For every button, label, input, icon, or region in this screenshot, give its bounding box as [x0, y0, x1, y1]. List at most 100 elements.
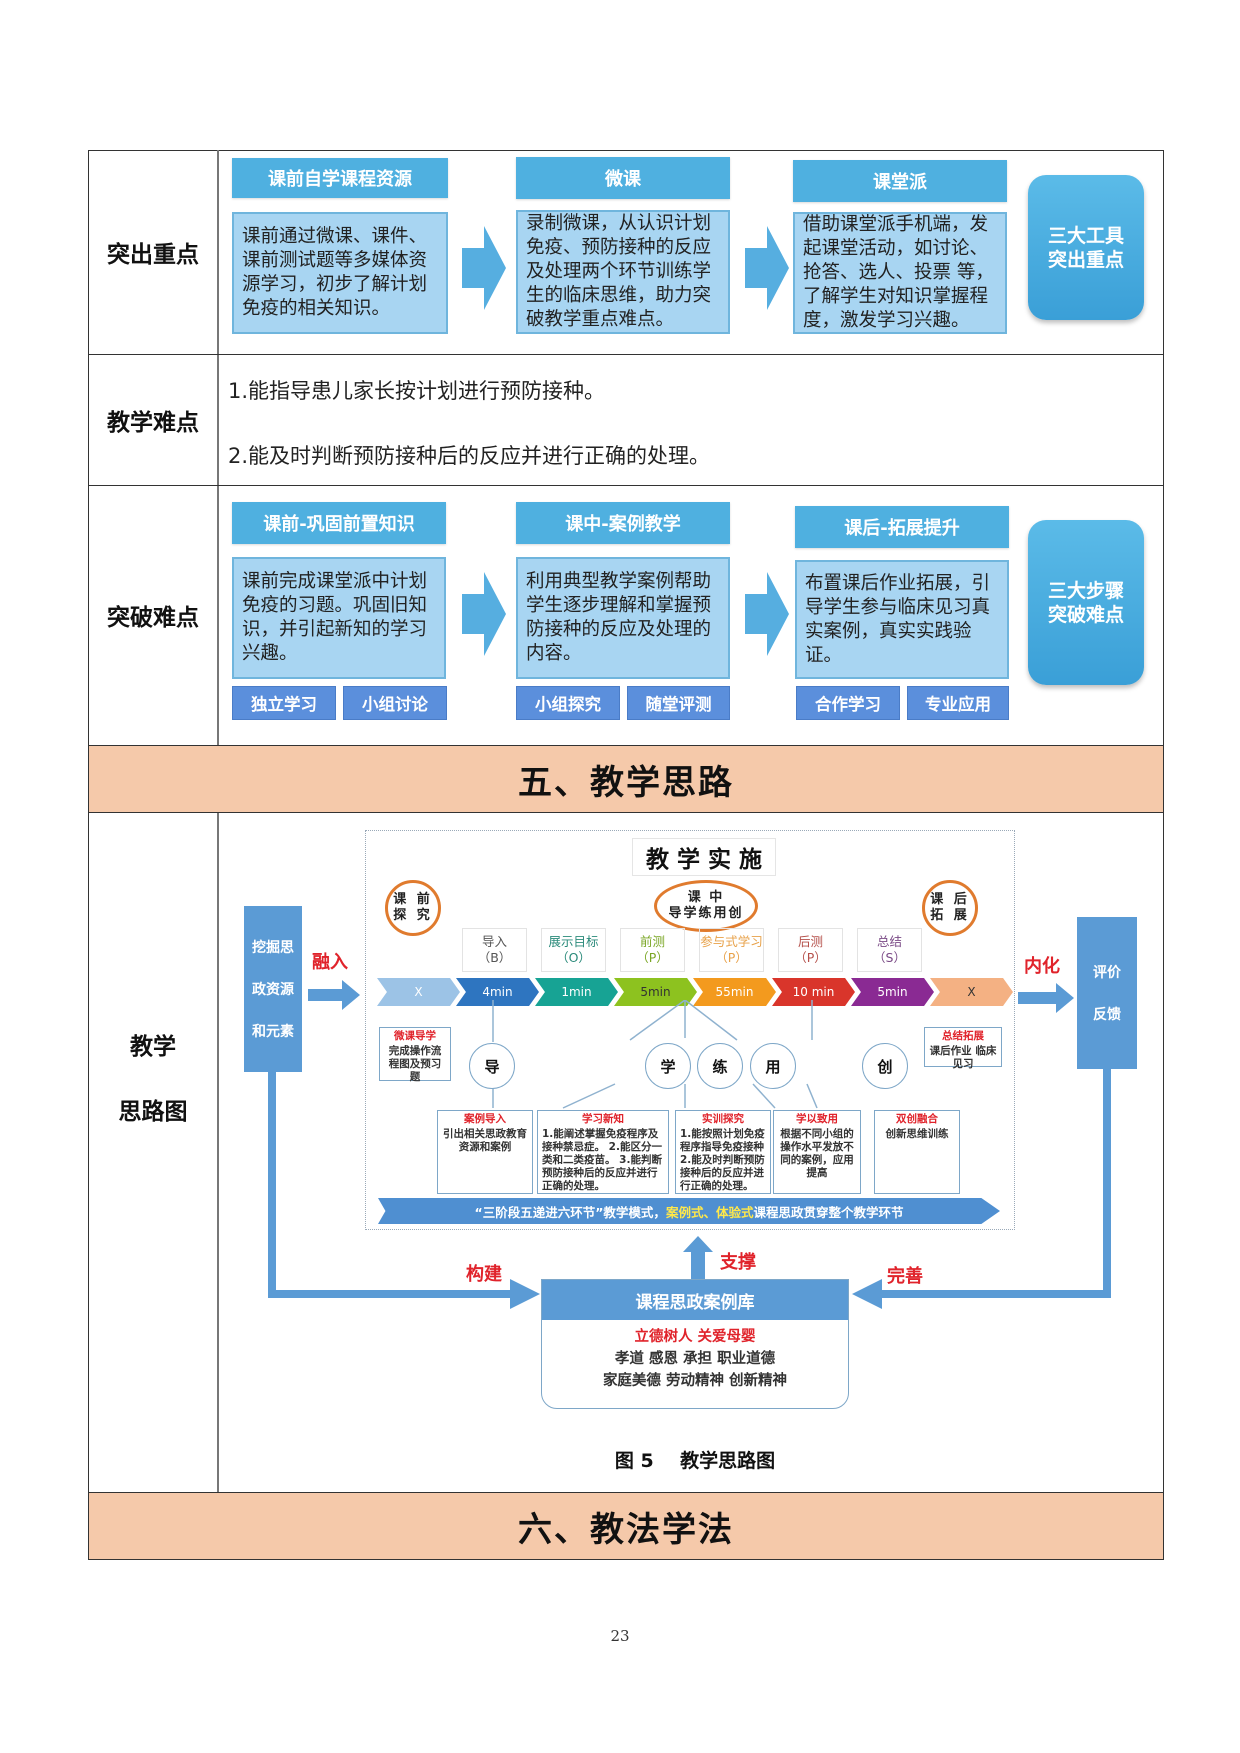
step-time: 10 min [792, 985, 835, 999]
box-title: 学以致用 [796, 1113, 838, 1125]
step-title: 课堂派 [793, 160, 1007, 202]
note-title: 微课导学 [394, 1030, 436, 1042]
model-banner: “三阶段五递进六环节”教学模式，案例式、体验式课程思政贯穿整个教学环节 [378, 1198, 1000, 1224]
phase-circle: 练 [697, 1043, 743, 1089]
tree-connectors [492, 1000, 818, 1109]
row-divider [88, 354, 1164, 355]
phase-circle: 学 [645, 1043, 691, 1089]
step-body: 利用典型教学案例帮助学生逐步理解和掌握预防接种的反应及处理的内容。 [516, 557, 730, 679]
row-label-difficulties: 教学难点 [107, 409, 199, 436]
banner-highlight: 体验式 [715, 1204, 754, 1220]
row-divider [88, 745, 1164, 746]
step-title: 课前自学课程资源 [232, 158, 448, 198]
method-tag: 独立学习 [232, 686, 336, 720]
box-body: 根据不同小组的操作水平发放不同的案例，应用提高 [780, 1128, 854, 1179]
arrow-right-icon [462, 226, 506, 310]
arrow-up-icon [683, 1236, 713, 1280]
step-name: 前测 [639, 934, 665, 949]
step-body: 借助课堂派手机端，发起课堂活动，如讨论、抢答、选人、投票 等，了解学生对知识掌握… [793, 212, 1007, 334]
left-box-line: 挖掘思 [252, 940, 294, 956]
label-line: 思路图 [118, 1099, 188, 1125]
figure-caption: 图 5 教学思路图 [614, 1450, 776, 1472]
note-body: 完成操作流程图及预习题 [388, 1045, 442, 1083]
ring-text: 课 中 [687, 890, 725, 905]
box-title: 实训探究 [702, 1113, 744, 1125]
step-time: 1min [561, 985, 592, 999]
note-body: 课后作业 临床见习 [929, 1045, 997, 1070]
connector-line [268, 1072, 276, 1294]
ring-text: 拓 展 [930, 908, 970, 923]
ring-text: 课 后 [930, 892, 970, 907]
column-divider [217, 150, 219, 746]
label-build: 构建 [466, 1264, 502, 1285]
step-label: 总结（S） [857, 928, 922, 972]
step-time: 4min [482, 985, 513, 999]
step-time: 55min [715, 985, 754, 999]
method-tag: 随堂评测 [627, 686, 730, 720]
label-improve: 完善 [887, 1266, 923, 1287]
library-line: 家庭美德 劳动精神 创新精神 [602, 1373, 788, 1389]
library-line: 立德树人 关爱母婴 [634, 1329, 756, 1345]
difficulty-item: 2.能及时判断预防接种后的反应并进行正确的处理。 [228, 444, 711, 468]
box-body: 创新思维训练 [885, 1128, 949, 1140]
right-box-line: 反馈 [1093, 1007, 1121, 1023]
phase-circle: 导 [469, 1043, 515, 1089]
column-divider [217, 812, 219, 1492]
summary-badge: 三大步骤 突破难点 [1028, 520, 1144, 685]
ring-post: 课 后 拓 展 [922, 880, 978, 936]
library-title: 课程思政案例库 [542, 1280, 848, 1320]
diagram-title: 教 学 实 施 [632, 838, 776, 876]
box-body: 1.能按照计划免疫程序指导免疫接种 2.能及时判断预防接种后的反应并进行正确的处… [680, 1128, 765, 1192]
box-title: 案例导入 [464, 1113, 506, 1125]
side-note-post: 总结拓展 课后作业 临床见习 [924, 1027, 1002, 1070]
timeline-step: 1min [535, 978, 618, 1006]
left-box-line: 和元素 [252, 1024, 294, 1040]
step-body: 课前通过微课、课件、课前测试题等多媒体资源学习，初步了解计划免疫的相关知识。 [232, 212, 448, 334]
phase-box: 学以致用 根据不同小组的操作水平发放不同的案例，应用提高 [773, 1110, 861, 1194]
box-body: 1.能阐述掌握免疫程序及接种禁忌症。 2.能区分一类和二类疫苗。 3.能判断预防… [542, 1128, 662, 1192]
step-code: （S） [873, 950, 906, 965]
connector-line [1103, 1069, 1111, 1296]
right-box: 评价 反馈 [1077, 917, 1137, 1069]
row-divider [88, 485, 1164, 486]
step-name: 总结 [876, 934, 902, 949]
phase-circle: 用 [750, 1043, 796, 1089]
arrow-right-icon [1018, 983, 1074, 1013]
row-label-diagram: 教学 思路图 [88, 1015, 218, 1145]
ring-pre: 课 前 探 究 [385, 880, 441, 936]
arrow-right-icon [462, 572, 506, 656]
ring-text: 探 究 [393, 908, 433, 923]
badge-line: 突破难点 [1047, 603, 1124, 626]
method-tag: 小组探究 [516, 686, 620, 720]
step-time: X [967, 985, 976, 999]
box-body: 引出相关思政教育资源和案例 [443, 1128, 527, 1153]
box-title: 双创融合 [896, 1113, 938, 1125]
ring-mid: 课 中 导学练用创 [654, 880, 758, 932]
label-in: 融入 [312, 952, 348, 973]
case-library: 课程思政案例库 立德树人 关爱母婴 孝道 感恩 承担 职业道德 家庭美德 劳动精… [541, 1279, 849, 1409]
step-title: 课中-案例教学 [516, 502, 730, 544]
step-code: （P） [715, 950, 748, 965]
section-heading: 五、教学思路 [89, 746, 1163, 812]
connector-line [880, 1290, 1111, 1298]
badge-line: 突出重点 [1047, 248, 1124, 271]
left-box-line: 政资源 [252, 982, 294, 998]
label-internalize: 内化 [1024, 956, 1060, 977]
phase-box: 案例导入 引出相关思政教育资源和案例 [437, 1110, 533, 1194]
step-body: 布置课后作业拓展，引导学生参与临床见习真实案例，真实实践验证。 [795, 560, 1009, 679]
step-body: 录制微课，从认识计划免疫、预防接种的反应及处理两个环节训练学生的临床思维，助力突… [516, 210, 730, 334]
step-title: 课前-巩固前置知识 [232, 502, 446, 544]
page-number: 23 [610, 1627, 630, 1645]
step-code: （B） [477, 950, 512, 965]
phase-box: 双创融合 创新思维训练 [874, 1110, 960, 1194]
phase-circle: 创 [862, 1043, 908, 1089]
section-heading: 六、教法学法 [89, 1493, 1163, 1559]
arrow-right-icon [510, 1279, 540, 1309]
step-code: （P） [636, 950, 669, 965]
difficulty-item: 1.能指导患儿家长按计划进行预防接种。 [228, 379, 606, 403]
note-title: 总结拓展 [942, 1030, 984, 1042]
step-label: 后测（P） [778, 928, 843, 972]
step-time: 5min [640, 985, 671, 999]
content-table [88, 150, 1164, 1560]
badge-line: 三大步骤 [1047, 579, 1124, 602]
